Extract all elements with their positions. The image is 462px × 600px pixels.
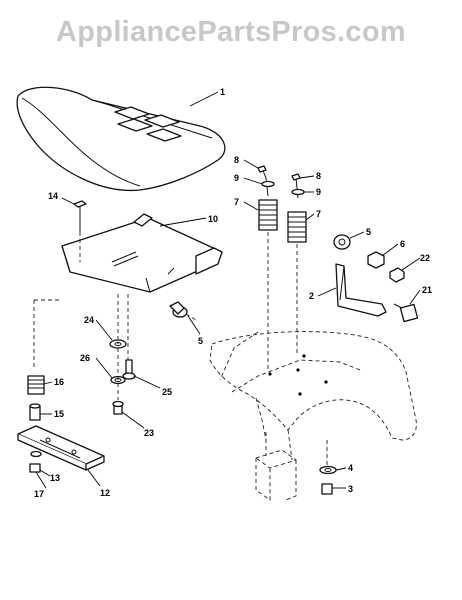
callout-10: 10	[208, 214, 218, 224]
part-7-spring-right[interactable]	[287, 211, 307, 243]
part-17-nut[interactable]	[29, 463, 41, 473]
part-2-bracket[interactable]	[335, 263, 387, 317]
callout-2: 2	[309, 291, 314, 301]
callout-5-right: 5	[366, 227, 371, 237]
part-frame-fender	[209, 331, 417, 461]
callout-labels: 1 10 14 8 9 7 8 9 7 5 6 22 21 2 24 26 16…	[34, 87, 432, 499]
part-9-washer-right[interactable]	[291, 188, 305, 196]
callout-17: 17	[34, 489, 44, 499]
part-8-bolt-left[interactable]	[257, 165, 269, 197]
callout-21: 21	[422, 285, 432, 295]
callout-7-left: 7	[234, 197, 239, 207]
part-4-washer[interactable]	[319, 465, 337, 475]
part-5-knob-left[interactable]	[169, 301, 197, 321]
watermark: AppliancePartsPros.com	[56, 16, 406, 48]
part-13-washer[interactable]	[30, 450, 42, 458]
callout-14: 14	[48, 191, 58, 201]
callout-1: 1	[220, 87, 225, 97]
callout-22: 22	[420, 253, 430, 263]
part-7-spring-left[interactable]	[258, 199, 278, 231]
callout-4: 4	[348, 463, 353, 473]
callout-8-right: 8	[316, 171, 321, 181]
part-6-nut[interactable]	[367, 251, 385, 269]
callout-23: 23	[144, 428, 154, 438]
frame-support	[254, 432, 298, 501]
part-15-spacer[interactable]	[29, 403, 41, 421]
callout-24: 24	[84, 315, 94, 325]
callout-26: 26	[80, 353, 90, 363]
callout-7-right: 7	[316, 209, 321, 219]
callout-13: 13	[50, 473, 60, 483]
part-25-stud[interactable]	[122, 359, 136, 380]
part-seat-pan[interactable]	[61, 213, 223, 293]
callout-15: 15	[54, 409, 64, 419]
callout-3: 3	[348, 484, 353, 494]
callout-16: 16	[54, 377, 64, 387]
part-seat[interactable]	[16, 86, 226, 192]
callout-12: 12	[100, 488, 110, 498]
callout-6: 6	[400, 239, 405, 249]
seat-cushion-panels	[114, 106, 182, 142]
callout-5-left: 5	[198, 336, 203, 346]
callout-9-left: 9	[234, 173, 239, 183]
part-3-bolt[interactable]	[321, 440, 333, 495]
callout-9-right: 9	[316, 187, 321, 197]
part-22-nut[interactable]	[389, 267, 405, 283]
callout-25: 25	[162, 387, 172, 397]
part-12-slide-rail[interactable]	[17, 425, 105, 471]
callout-8-left: 8	[234, 155, 239, 165]
part-16-spring[interactable]	[27, 375, 45, 395]
part-5-knob-right[interactable]	[333, 234, 351, 250]
part-21-bolt[interactable]	[393, 303, 419, 323]
part-14-bolt[interactable]	[73, 200, 87, 262]
part-9-washer-left[interactable]	[261, 180, 275, 188]
part-23-bolt[interactable]	[112, 400, 124, 415]
